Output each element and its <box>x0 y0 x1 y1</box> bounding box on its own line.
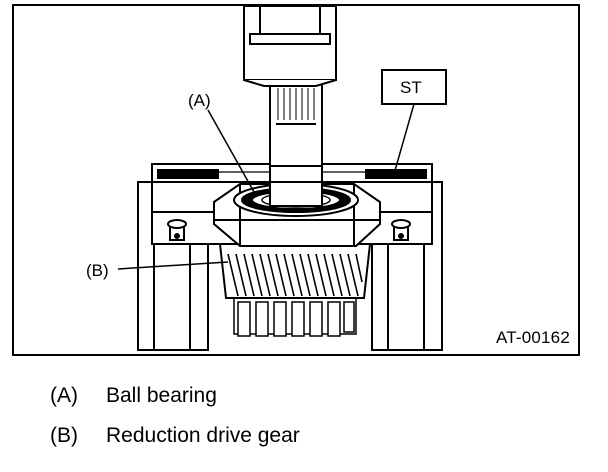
callout-b: (B) <box>86 261 229 280</box>
figure-id: AT-00162 <box>495 328 570 347</box>
bearing-press-illustration: (A) (B) ST <box>86 6 447 351</box>
legend-key: (A) <box>50 384 78 407</box>
shaft <box>269 83 323 207</box>
callout-st: ST <box>381 69 447 175</box>
callout-a: (A) <box>188 91 255 193</box>
legend-key: (B) <box>50 424 78 447</box>
figure-frame: (A) (B) ST AT-00162 <box>12 4 580 356</box>
bolt-right <box>391 219 411 241</box>
bolt-left <box>167 219 187 241</box>
legend-label: Reduction drive gear <box>106 424 300 447</box>
legend-label: Ball bearing <box>106 384 217 407</box>
callout-b-label: (B) <box>86 261 109 280</box>
reduction-drive-gear <box>218 243 372 299</box>
callout-a-label: (A) <box>188 91 211 110</box>
legend-item-ball-bearing: (A) Ball bearing <box>50 384 217 408</box>
press-ram <box>243 6 337 87</box>
legend-item-reduction-drive-gear: (B) Reduction drive gear <box>50 424 300 448</box>
callout-st-label: ST <box>400 78 422 97</box>
